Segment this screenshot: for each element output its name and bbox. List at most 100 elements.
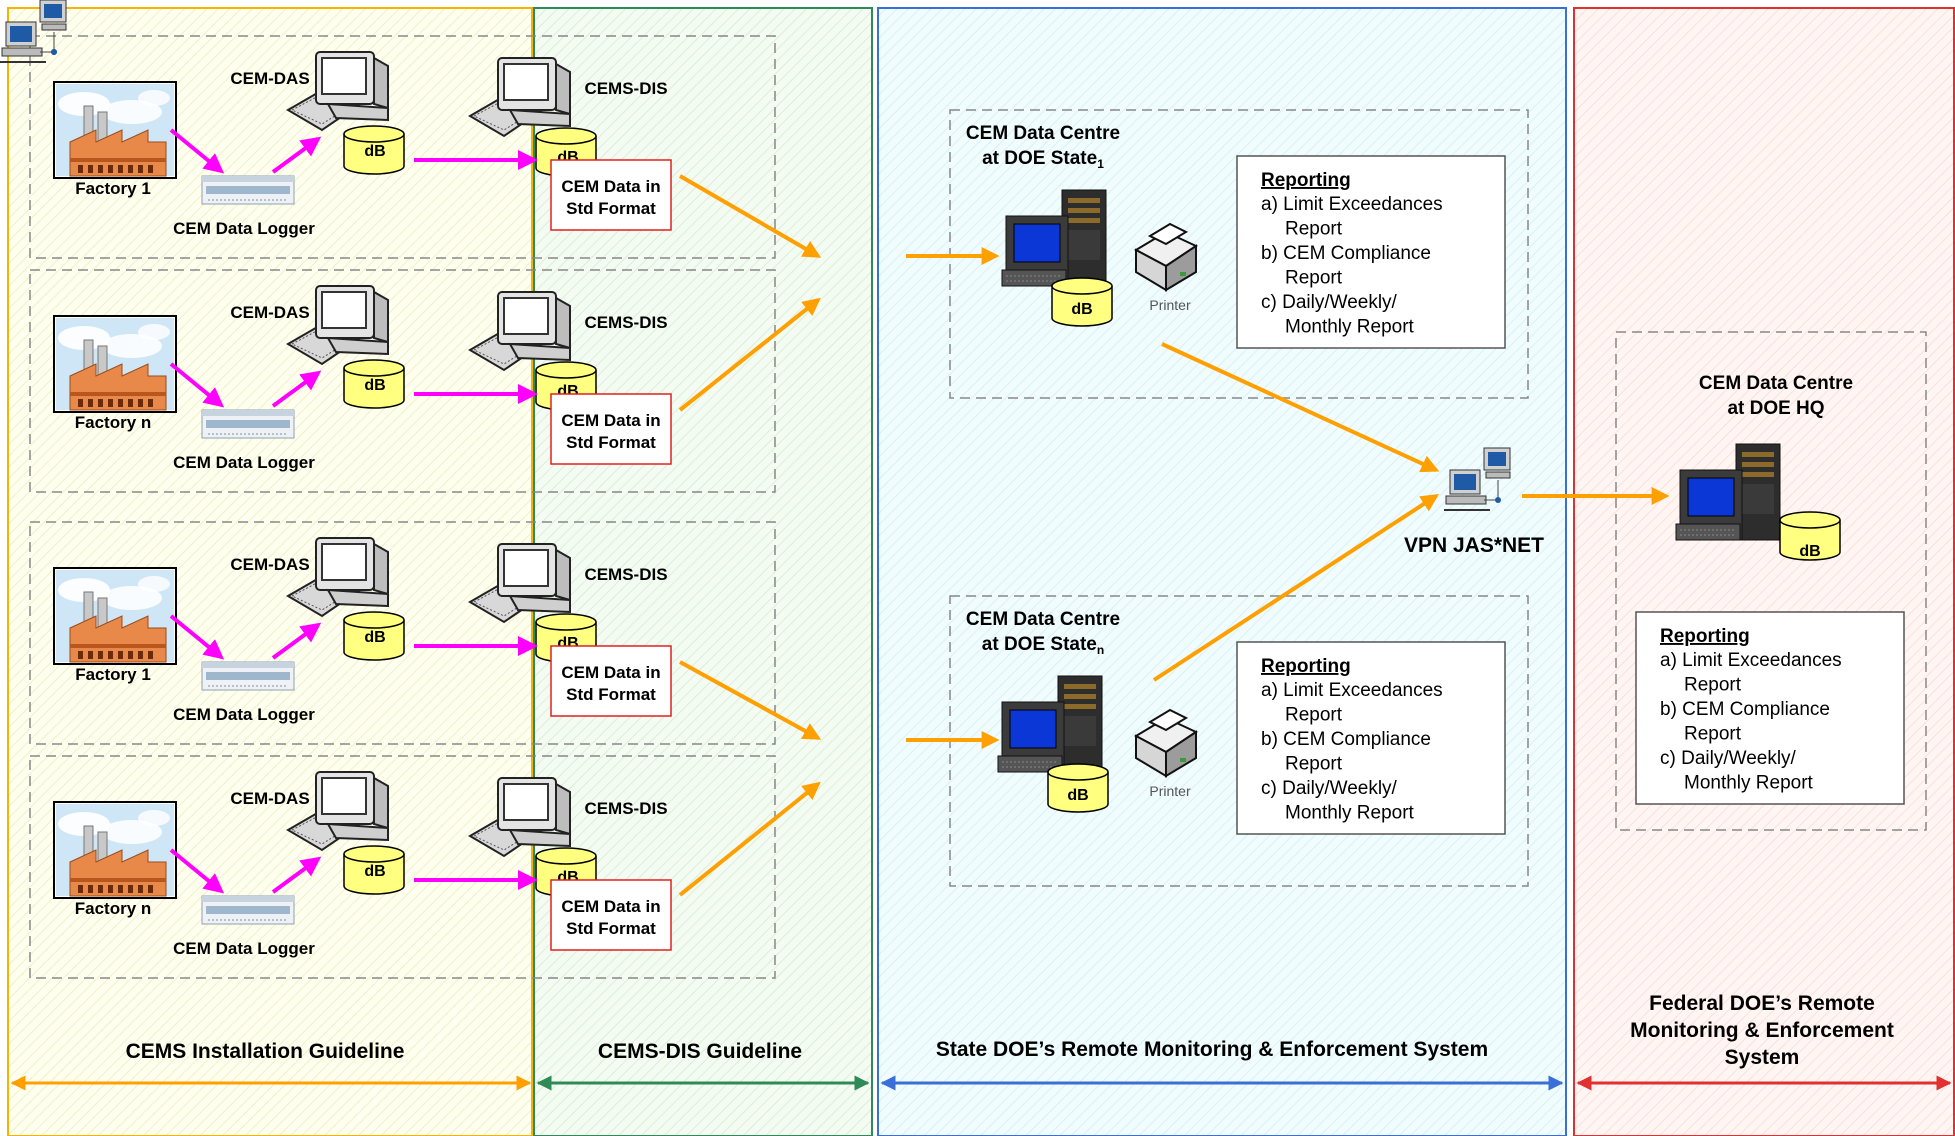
zone-state-label: State DOE’s Remote Monitoring & Enforcem… xyxy=(936,1038,1488,1061)
reporting-line: b) CEM Compliance xyxy=(1261,729,1431,750)
std-format-box xyxy=(550,159,672,231)
factory-icon xyxy=(53,81,177,179)
reporting-line: Monthly Report xyxy=(1285,803,1415,824)
reporting-line: b) CEM Compliance xyxy=(1660,699,1830,720)
cems-dis-label: CEMS-DIS xyxy=(584,565,667,584)
std-format-label-1: CEM Data in xyxy=(561,897,660,916)
arrow-site1-to-internet xyxy=(678,174,822,258)
db-label: dB xyxy=(1071,301,1092,318)
arrow-factory-to-logger xyxy=(169,848,225,894)
data-logger-icon xyxy=(201,661,295,691)
hq-subtitle: at DOE HQ xyxy=(1727,398,1824,419)
std-format-label-2: Std Format xyxy=(566,199,656,218)
data-logger-label: CEM Data Logger xyxy=(173,453,315,472)
or-label: or xyxy=(880,0,902,5)
internet-label: INTERNET xyxy=(836,0,947,5)
hq-centre-box xyxy=(1615,331,1927,831)
data-logger-label: CEM Data Logger xyxy=(173,705,315,724)
data-logger-icon xyxy=(201,175,295,205)
zone-dis-label: CEMS-DIS Guideline xyxy=(598,1040,802,1063)
zone-install-label: CEMS Installation Guideline xyxy=(126,1040,405,1063)
site-group-box xyxy=(29,269,776,493)
cem-das-label: CEM-DAS xyxy=(230,303,309,322)
arrow-factory-to-logger xyxy=(169,362,225,408)
internet-label: INTERNET xyxy=(836,0,947,5)
centre-subtitle: at DOE State1 xyxy=(982,148,1104,171)
factory-label: Factory 1 xyxy=(75,665,151,684)
arrow-state1-to-vpn xyxy=(1161,342,1440,473)
vpn-label: VPN JAS*NET xyxy=(1404,534,1544,557)
centre-title: CEM Data Centre xyxy=(966,609,1120,630)
zone-federal-label-2: Monitoring & Enforcement xyxy=(1630,1019,1894,1042)
arrow-factory-to-logger xyxy=(169,128,225,174)
reporting-line: a) Limit Exceedances xyxy=(1660,650,1842,671)
centre-subtitle-main: at DOE State xyxy=(982,148,1097,169)
site-group-box xyxy=(29,35,776,259)
reporting-line: Report xyxy=(1285,219,1343,240)
reporting-heading: Reporting xyxy=(1660,626,1750,647)
data-logger-icon xyxy=(201,895,295,925)
centre-subtitle: at DOE Staten xyxy=(982,634,1104,657)
data-logger-label: CEM Data Logger xyxy=(173,939,315,958)
site-group-box xyxy=(29,521,776,745)
factory-label: Factory 1 xyxy=(75,179,151,198)
arrow-site4-to-internet xyxy=(678,781,821,897)
arrow-logger-to-das xyxy=(271,136,322,174)
reporting-heading: Reporting xyxy=(1261,170,1351,191)
reporting-line: a) Limit Exceedances xyxy=(1261,194,1443,215)
arrow-factory-to-logger xyxy=(169,614,225,660)
std-format-box xyxy=(550,393,672,465)
centre-subtitle-sub: n xyxy=(1097,643,1104,657)
cems-dis-label: CEMS-DIS xyxy=(584,313,667,332)
arrow-logger-to-das xyxy=(271,370,322,408)
zone-footer: CEMS Installation Guideline CEMS-DIS Gui… xyxy=(10,992,1952,1091)
db-label: dB xyxy=(1067,787,1088,804)
centre-subtitle-main: at DOE State xyxy=(982,634,1097,655)
reporting-line: Report xyxy=(1684,675,1742,696)
centre-subtitle-sub: 1 xyxy=(1097,157,1104,171)
internet-node-1: INTERNETorTELECOMMUNICATION xyxy=(0,0,1014,63)
data-logger-label: CEM Data Logger xyxy=(173,219,315,238)
arrow-logger-to-das xyxy=(271,622,322,660)
factory-icon xyxy=(53,567,177,665)
reporting-line: c) Daily/Weekly/ xyxy=(1261,778,1398,799)
reporting-line: Report xyxy=(1285,268,1343,289)
printer-label: Printer xyxy=(1149,297,1191,313)
hq-title: CEM Data Centre xyxy=(1699,373,1853,394)
site-group-box xyxy=(29,755,776,979)
reporting-line: Monthly Report xyxy=(1684,773,1814,794)
reporting-heading: Reporting xyxy=(1261,656,1351,677)
internet-node-2: INTERNETorTELECOMMUNICATION xyxy=(0,0,1014,63)
hq-data-centre: CEM Data Centre at DOE HQ dB Reporting a) Li… xyxy=(1615,331,1927,831)
cem-das-label: CEM-DAS xyxy=(230,555,309,574)
hq-db-label: dB xyxy=(1799,543,1820,560)
factory-label: Factory n xyxy=(75,413,152,432)
reporting-line: Report xyxy=(1285,754,1343,775)
cems-dis-label: CEMS-DIS xyxy=(584,799,667,818)
reporting-line: b) CEM Compliance xyxy=(1261,243,1431,264)
vpn-node: VPN JAS*NET xyxy=(1404,447,1544,557)
reporting-line: c) Daily/Weekly/ xyxy=(1261,292,1398,313)
arrow-site2-to-internet xyxy=(678,297,821,412)
zone-federal-bg xyxy=(1573,7,1955,1136)
std-format-label-1: CEM Data in xyxy=(561,411,660,430)
centre-title: CEM Data Centre xyxy=(966,123,1120,144)
reporting-line: Monthly Report xyxy=(1285,317,1415,338)
cem-das-label: CEM-DAS xyxy=(230,69,309,88)
db-label: dB xyxy=(364,143,385,160)
factory-icon xyxy=(53,801,177,899)
zone-federal-label-3: System xyxy=(1725,1046,1800,1069)
zone-federal-label-1: Federal DOE’s Remote xyxy=(1649,992,1875,1015)
std-format-label-2: Std Format xyxy=(566,433,656,452)
reporting-box xyxy=(1236,155,1506,349)
state-data-centre-1: CEM Data Centre at DOE State1 dB Printer Rep… xyxy=(949,109,1529,399)
hq-reporting-box xyxy=(1635,611,1905,805)
std-format-box xyxy=(550,645,672,717)
arrow-site3-to-internet xyxy=(679,660,822,740)
arrow-logger-to-das xyxy=(271,856,322,894)
factory-icon xyxy=(53,315,177,413)
reporting-line: c) Daily/Weekly/ xyxy=(1660,748,1797,769)
